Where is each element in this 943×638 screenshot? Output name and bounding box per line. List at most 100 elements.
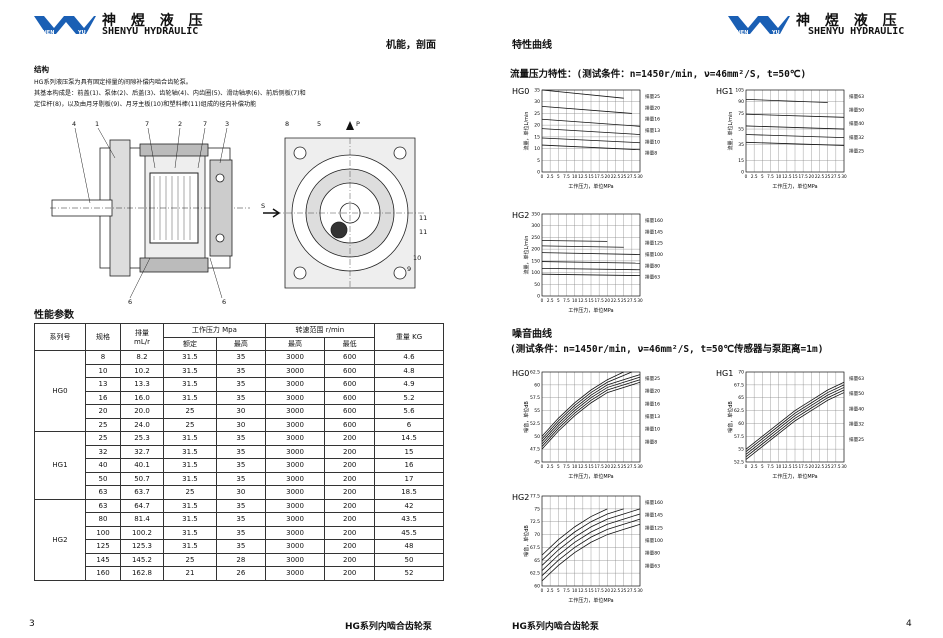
table-cell: 25: [163, 404, 217, 419]
table-cell: 35: [215, 350, 266, 365]
x-tick-label: 25: [621, 174, 627, 179]
series-line: [541, 106, 632, 114]
table-cell: 10.2: [120, 363, 164, 378]
legend-label: 排量145: [645, 512, 663, 519]
table-cell: 3000: [264, 390, 326, 405]
chart-title: HG1: [716, 87, 733, 96]
legend-label: 排量80: [645, 262, 660, 269]
table-cell: 200: [324, 566, 375, 581]
table-cell: 5.6: [374, 404, 444, 419]
x-tick-label: 0: [745, 174, 748, 179]
table-cell: 3000: [264, 485, 326, 500]
x-tick-label: 0: [541, 464, 544, 469]
chart-title: HG0: [512, 87, 529, 96]
table-cell: 50: [85, 471, 121, 486]
table-cell: 50: [374, 552, 444, 567]
table-cell: 3000: [264, 512, 326, 527]
chart-title: HG2: [512, 211, 529, 220]
table-cell: 21: [163, 566, 217, 581]
table-cell: 31.5: [163, 377, 217, 392]
y-tick-label: 72.5: [530, 519, 540, 525]
structure-text-3: 定位杆(8)，以及由月牙剔板(9)、月牙主板(10)和塑料棒(11)组成的径向补…: [34, 101, 257, 108]
table-cell: 3000: [264, 471, 326, 486]
x-tick-label: 15: [792, 464, 798, 469]
x-tick-label: 27.5: [627, 174, 637, 179]
x-tick-label: 5: [557, 298, 560, 303]
x-tick-label: 2.5: [547, 174, 554, 179]
x-tick-label: 17.5: [595, 464, 605, 469]
table-cell: 48: [374, 539, 444, 554]
table-cell: 25: [163, 552, 217, 567]
brand-en: SHENYU HYDRAULIC: [102, 26, 199, 37]
legend-label: 排量100: [645, 537, 663, 544]
x-tick-label: 17.5: [595, 174, 605, 179]
table-cell: 35: [215, 525, 266, 540]
x-tick-label: 7.5: [563, 174, 570, 179]
table-cell: 15: [374, 444, 444, 459]
pump-cross-section-drawing: 4 1 7 2 7 3 6 6: [50, 120, 250, 306]
table-cell: 600: [324, 377, 375, 392]
table-cell: 4.9: [374, 377, 444, 392]
table-cell: 200: [324, 444, 375, 459]
th-rated: 额定: [163, 336, 217, 351]
y-tick-label: 5: [537, 158, 540, 164]
logo-shen-text: SHEN: [39, 30, 54, 36]
table-cell: 25: [85, 431, 121, 446]
x-axis-label: 工作压力，单位MPa: [568, 597, 613, 604]
x-tick-label: 30: [637, 588, 643, 593]
y-tick-label: 200: [531, 247, 540, 253]
legend-label: 排量63: [645, 562, 660, 569]
table-cell: 200: [324, 539, 375, 554]
table-cell: 3000: [264, 552, 326, 567]
x-tick-label: 7.5: [563, 588, 570, 593]
x-tick-label: 10: [572, 464, 578, 469]
table-cell: 32: [85, 444, 121, 459]
table-cell: 3000: [264, 431, 326, 446]
table-cell: 200: [324, 512, 375, 527]
table-cell: 8.2: [120, 350, 164, 365]
structure-text-2: 其基本构成是：前盖(1)、泵体(2)、后盖(3)、齿轮轴(4)、内齿圈(5)、滑…: [34, 90, 306, 97]
noise-title: 噪音曲线: [512, 329, 552, 340]
x-tick-label: 5: [557, 464, 560, 469]
x-tick-label: 15: [588, 588, 594, 593]
series-line: [745, 392, 845, 460]
x-tick-label: 7.5: [563, 464, 570, 469]
th-speed-max: 最高: [264, 336, 326, 351]
series-line: [541, 379, 641, 447]
table-cell: 30: [215, 417, 266, 432]
table-cell: 31.5: [163, 444, 217, 459]
x-tick-label: 12.5: [782, 174, 792, 179]
plot-frame: [541, 495, 641, 587]
x-tick-label: 20: [605, 174, 611, 179]
x-tick-label: 2.5: [751, 174, 758, 179]
x-tick-label: 20: [605, 298, 611, 303]
y-tick-label: 20: [534, 123, 540, 129]
x-tick-label: 25: [825, 174, 831, 179]
series-line: [541, 89, 624, 99]
plot-frame: [745, 89, 845, 173]
table-cell: 25.3: [120, 431, 164, 446]
label-p: P: [356, 120, 360, 128]
table-cell: 200: [324, 485, 375, 500]
legend-label: 排量125: [645, 524, 663, 531]
x-tick-label: 25: [621, 298, 627, 303]
table-cell: 31.5: [163, 390, 217, 405]
legend-label: 排量25: [849, 436, 864, 443]
legend-label: 排量63: [849, 375, 864, 382]
table-cell: 3000: [264, 539, 326, 554]
legend-label: 排量160: [645, 499, 663, 506]
legend-label: 排量10: [645, 426, 660, 433]
label-4: 4: [72, 120, 76, 128]
y-tick-label: 50: [534, 434, 540, 440]
table-cell: 35: [215, 431, 266, 446]
y-tick-label: 52.5: [734, 460, 744, 466]
x-tick-label: 7.5: [767, 464, 774, 469]
table-cell: 80: [85, 512, 121, 527]
